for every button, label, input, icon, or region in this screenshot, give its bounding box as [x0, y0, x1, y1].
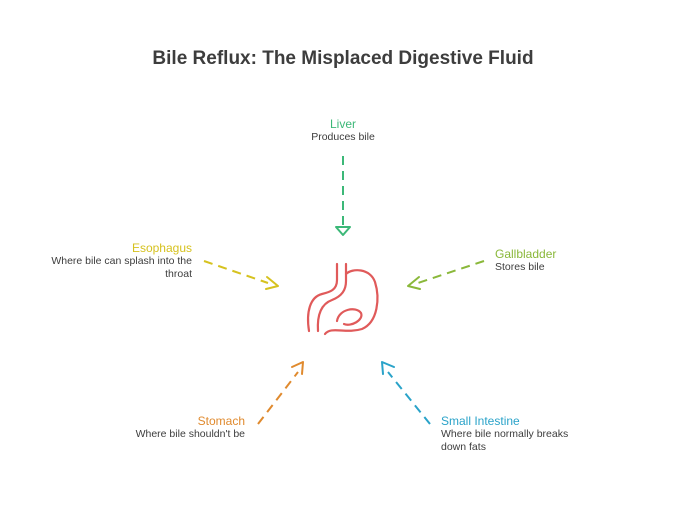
gallbladder-arrow — [407, 260, 485, 290]
node-liver-label: Liver — [329, 117, 356, 131]
node-small-intestine-label: Small Intestine — [441, 414, 520, 428]
node-small-intestine-description: Where bile normally breaks down fats — [441, 428, 569, 453]
stomach-icon — [306, 262, 379, 336]
node-stomach-description: Where bile shouldn't be — [135, 428, 245, 440]
node-small-intestine: Small Intestine Where bile normally brea… — [441, 414, 576, 454]
node-esophagus-description: Where bile can splash into the throat — [51, 255, 192, 280]
liver-arrow — [335, 156, 351, 236]
node-esophagus: Esophagus Where bile can splash into the… — [40, 241, 192, 281]
node-gallbladder-label: Gallbladder — [495, 247, 557, 261]
page-title: Bile Reflux: The Misplaced Digestive Flu… — [152, 48, 534, 69]
esophagus-arrow — [203, 260, 279, 290]
node-gallbladder-description: Stores bile — [495, 261, 545, 273]
small-intestine-arrow — [381, 361, 431, 425]
node-stomach-label: Stomach — [197, 414, 245, 428]
node-liver-description: Produces bile — [311, 131, 375, 143]
stomach-arrow — [257, 361, 304, 425]
node-liver: Liver Produces bile — [263, 117, 423, 144]
node-esophagus-label: Esophagus — [131, 241, 192, 255]
node-stomach: Stomach Where bile shouldn't be — [95, 414, 245, 441]
node-gallbladder: Gallbladder Stores bile — [495, 247, 645, 274]
